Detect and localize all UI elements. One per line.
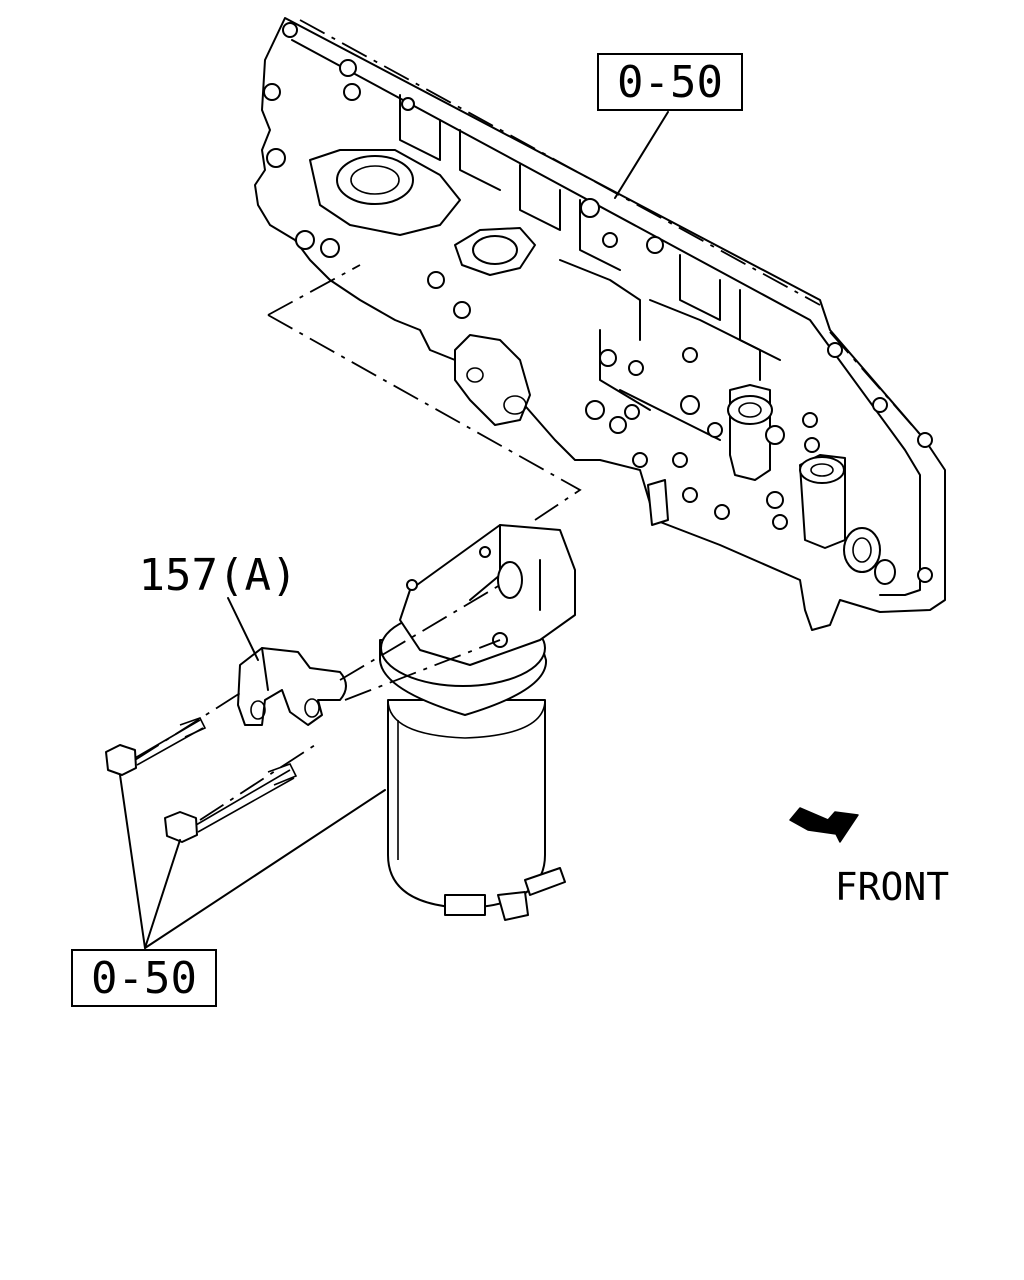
mounting-bolts: [105, 717, 298, 843]
bracket-ref-label: 157(A): [139, 550, 298, 601]
bracket-157a: [237, 647, 347, 726]
callout-bottom-ref: 0-50: [71, 949, 217, 1007]
callout-leader-lines: [119, 111, 669, 949]
front-direction-indicator: FRONT: [789, 807, 949, 909]
assembly-guide-lines: [134, 264, 582, 821]
engine-cover-assembly: [254, 17, 946, 631]
callout-top-ref: 0-50: [597, 53, 743, 111]
front-direction-arrow-icon: [789, 807, 859, 843]
bolt-boss-holes: [263, 22, 933, 583]
fuel-filter-assembly: [379, 524, 576, 921]
callout-bottom-ref-text: 0-50: [91, 953, 197, 1004]
callout-top-ref-text: 0-50: [617, 57, 723, 108]
front-label: FRONT: [835, 865, 949, 909]
